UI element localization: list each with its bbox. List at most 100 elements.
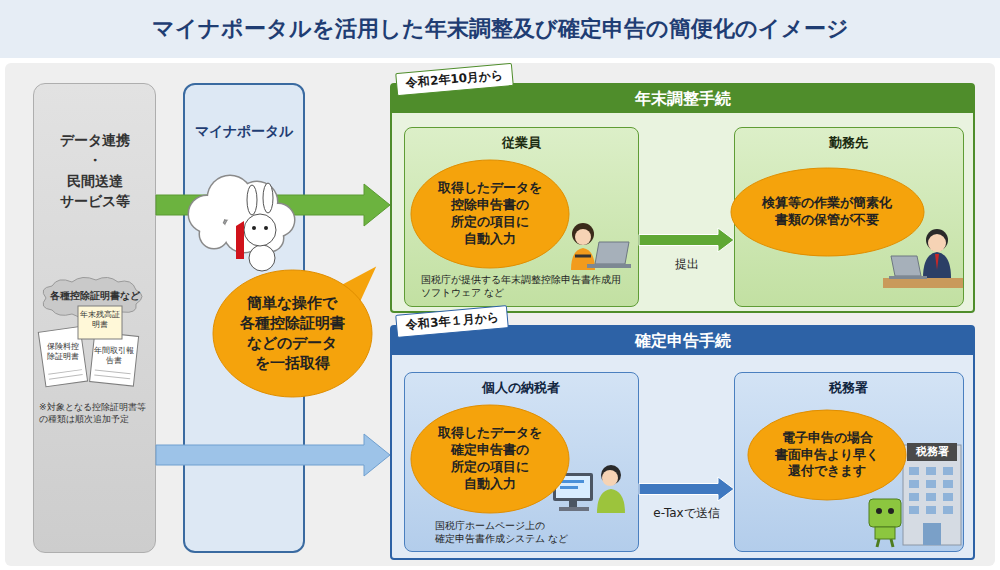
node-heading: 税務署 bbox=[735, 379, 962, 397]
decoration bbox=[926, 229, 948, 251]
tax-office-box: 税務署電子申告の場合 書面申告より早く 還付できます税務署 bbox=[734, 372, 964, 552]
cloud-edge bbox=[223, 211, 266, 254]
cloud-edge bbox=[261, 203, 296, 238]
window-shape bbox=[909, 493, 919, 501]
window-shape bbox=[909, 467, 919, 475]
window-shape bbox=[926, 493, 936, 501]
rabbit-ear bbox=[263, 183, 273, 213]
cloud-edge bbox=[188, 195, 227, 234]
window-shape bbox=[926, 480, 936, 488]
text-wrap: 従業員 bbox=[405, 134, 637, 152]
rabbit-ear bbox=[247, 185, 257, 215]
decoration bbox=[572, 223, 594, 245]
speech-bubble: 検算等の作業が簡素化 書類の保管が不要 bbox=[730, 167, 925, 257]
cloud-shape bbox=[262, 204, 294, 236]
title-text: マイナポータルを活用した年末調整及び確定申告の簡便化のイメージ bbox=[0, 0, 1000, 58]
bubble-text-wrap: 電子申告の場合 書面申告より早く 還付できます bbox=[775, 430, 879, 481]
decoration bbox=[560, 486, 578, 489]
decoration bbox=[748, 410, 906, 500]
document-label: 保険料控除証明書 bbox=[44, 342, 82, 361]
cloud-shape bbox=[257, 225, 283, 251]
rabbit-body bbox=[249, 245, 275, 271]
callout-bubble: 簡単な操作で 各種控除証明書 などのデータ を一括取得 bbox=[212, 269, 373, 398]
cloud-shape bbox=[208, 176, 252, 220]
employee-box: 従業員国税庁が提供する年末調整控除申告書作成用ソフトウェア など 取得したデータを… bbox=[404, 127, 639, 307]
label-wrap: 各種控除証明書など bbox=[40, 289, 150, 303]
label-wrap: 年末残高証明書 bbox=[80, 310, 120, 329]
edge-label-wrap: 提出 bbox=[672, 256, 702, 273]
cloud-edge bbox=[199, 219, 230, 250]
decoration bbox=[48, 370, 82, 375]
decoration bbox=[597, 489, 625, 513]
flow-arrow bbox=[156, 434, 390, 476]
decoration bbox=[891, 539, 893, 547]
tax-return-panel: 令和3年１月から確定申告手続個人の納税者国税庁ホームページ上の 確定申告書作成シ… bbox=[390, 325, 975, 560]
decoration bbox=[213, 270, 372, 397]
window-shape bbox=[926, 506, 936, 514]
bubble-text-wrap: 検算等の作業が簡素化 書類の保管が不要 bbox=[762, 195, 892, 229]
cloud-edge bbox=[207, 175, 254, 222]
decoration bbox=[90, 332, 139, 386]
node-text: 令和3年１月から bbox=[405, 309, 498, 334]
node-text: 確定申告手続 bbox=[392, 329, 973, 353]
decoration bbox=[559, 507, 589, 511]
text-wrap: 確定申告手続 bbox=[392, 329, 973, 353]
bubble-text: 検算等の作業が簡素化 書類の保管が不要 bbox=[762, 195, 892, 229]
group-label: 各種控除証明書など bbox=[40, 289, 150, 303]
text-wrap: 税務署 bbox=[735, 379, 962, 397]
decoration bbox=[595, 242, 629, 264]
decoration bbox=[883, 278, 963, 288]
cloud-edge bbox=[236, 181, 279, 224]
decoration bbox=[935, 254, 939, 270]
node-text: 国税庁が提供する年末調整控除申告書作成用ソフトウェア など bbox=[421, 273, 626, 299]
decoration bbox=[888, 508, 894, 514]
decoration bbox=[411, 405, 569, 513]
bubble-text: 電子申告の場合 書面申告より早く 還付できます bbox=[775, 430, 879, 481]
document-label: 年間取引報告書 bbox=[94, 346, 134, 365]
decoration bbox=[411, 160, 569, 268]
node-heading: 勤務先 bbox=[735, 134, 962, 152]
speech-bubble: 取得したデータを 控除申告書の 所定の項目に 自動入力 bbox=[410, 159, 570, 269]
label-wrap: 保険料控除証明書 bbox=[44, 342, 82, 361]
bubble-text: 取得したデータを 確定申告書の 所定の項目に 自動入力 bbox=[438, 425, 542, 493]
sign-text: 税務署 bbox=[907, 443, 957, 461]
label-wrap: 年間取引報告書 bbox=[94, 346, 134, 365]
speech-bubble: 電子申告の場合 書面申告より早く 還付できます bbox=[747, 409, 907, 501]
bubble-text: 簡単な操作で 各種控除証明書 などのデータ を一括取得 bbox=[240, 293, 345, 374]
text-wrap: 個人の納税者 bbox=[405, 379, 637, 397]
window-shape bbox=[926, 467, 936, 475]
decoration bbox=[575, 255, 591, 258]
bubble-text-wrap: 取得したデータを 確定申告書の 所定の項目に 自動入力 bbox=[438, 425, 542, 493]
text-wrap: 国税庁が提供する年末調整控除申告書作成用ソフトウェア など bbox=[421, 273, 626, 299]
rabbit-one-mark bbox=[236, 221, 244, 259]
document-label: 年末残高証明書 bbox=[80, 310, 120, 329]
rabbit-eye bbox=[252, 226, 256, 230]
decoration bbox=[569, 501, 577, 507]
decoration bbox=[95, 370, 131, 374]
decoration bbox=[889, 276, 927, 279]
taxpayer-box: 個人の納税者国税庁ホームページ上の 確定申告書作成システム など取得したデータを… bbox=[404, 372, 639, 552]
decoration bbox=[876, 508, 882, 514]
decoration bbox=[731, 168, 924, 256]
bubble-outline bbox=[212, 269, 373, 398]
bubble-text-wrap: 取得したデータを 控除申告書の 所定の項目に 自動入力 bbox=[438, 180, 542, 248]
text-wrap: 勤務先 bbox=[735, 134, 962, 152]
node-heading: 個人の納税者 bbox=[405, 379, 637, 397]
bubble-text: 取得したデータを 控除申告書の 所定の項目に 自動入力 bbox=[438, 180, 542, 248]
decoration bbox=[90, 332, 139, 386]
speech-bubble: 取得したデータを 確定申告書の 所定の項目に 自動入力 bbox=[410, 404, 570, 514]
decoration bbox=[94, 375, 130, 379]
decoration bbox=[909, 467, 953, 514]
employer-box: 勤務先検算等の作業が簡素化 書類の保管が不要 bbox=[734, 127, 964, 307]
decoration bbox=[78, 306, 122, 339]
decoration bbox=[869, 499, 901, 527]
flow-arrow bbox=[639, 477, 734, 501]
window-shape bbox=[943, 506, 953, 514]
decoration bbox=[49, 375, 83, 380]
edge-label-wrap: e-Taxで送信 bbox=[650, 505, 722, 522]
title-wrap: マイナポータルを活用した年末調整及び確定申告の簡便化のイメージ bbox=[0, 0, 1000, 58]
label-wrap: 税務署 bbox=[907, 443, 957, 461]
window-shape bbox=[909, 480, 919, 488]
node-heading: データ連携 ・ 民間送達 サービス等 bbox=[60, 130, 130, 211]
